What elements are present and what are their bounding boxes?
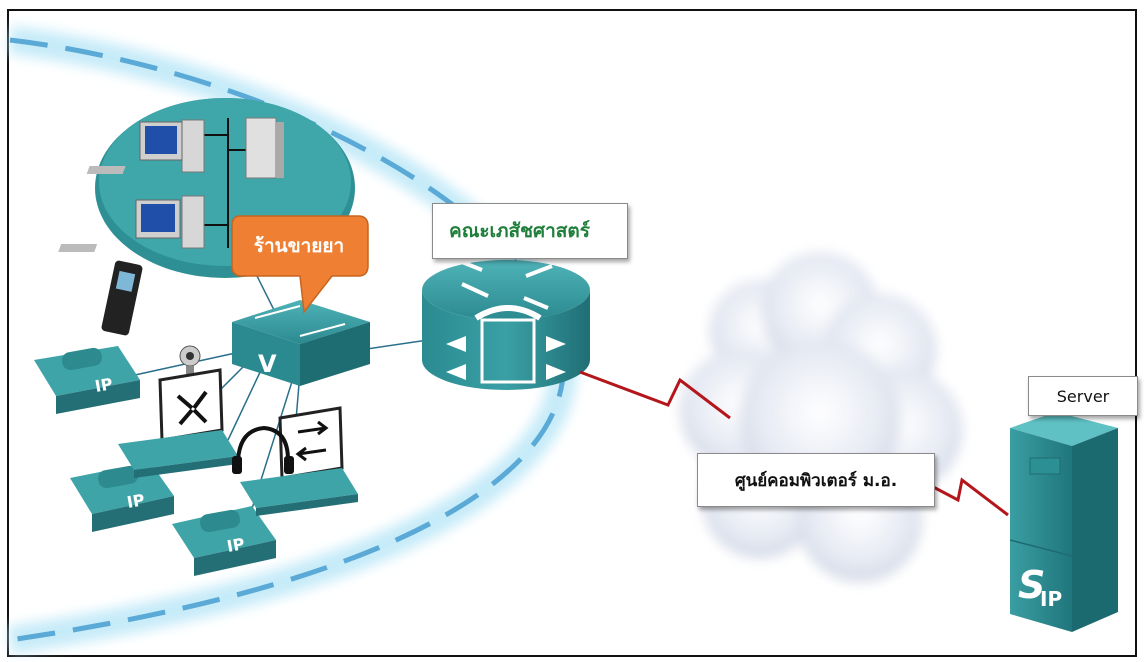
wan-link-cloud-server xyxy=(919,477,1009,517)
ip-phone-1: IP xyxy=(34,346,140,414)
internet-cloud xyxy=(680,252,962,582)
desktop-pc-2 xyxy=(58,195,205,252)
computer-center-label: ศูนย์คอมพิวเตอร์ ม.อ. xyxy=(697,453,935,507)
ip-phone-label-3: IP xyxy=(225,534,246,556)
ip-phone-2: IP xyxy=(70,462,174,532)
server-label: Server xyxy=(1028,376,1138,416)
sip-server: S IP xyxy=(1009,412,1118,632)
voice-router xyxy=(422,260,590,390)
sip-letter-s: S xyxy=(1018,563,1045,607)
ip-phone-3: IP xyxy=(172,506,276,576)
wireless-handset xyxy=(101,260,143,336)
laptop-video xyxy=(118,368,238,478)
sip-letters-ip: IP xyxy=(1040,587,1062,611)
faculty-label: คณะเภสัชศาสตร์ xyxy=(432,203,628,259)
webcam xyxy=(179,345,201,374)
laptop-softphone xyxy=(232,406,358,516)
server-tower-lan xyxy=(245,117,284,179)
pharmacy-callout xyxy=(231,215,369,314)
switch-letter: V xyxy=(258,350,277,378)
frame-border xyxy=(7,9,1137,657)
wan-link-router-cloud xyxy=(579,370,731,420)
voice-switch: V xyxy=(232,300,370,386)
desktop-pc-1 xyxy=(86,119,205,174)
pharmacy-label: ร้านขายยา xyxy=(253,235,345,257)
ip-phone-label-1: IP xyxy=(93,374,114,396)
ip-phone-label-2: IP xyxy=(125,490,146,512)
